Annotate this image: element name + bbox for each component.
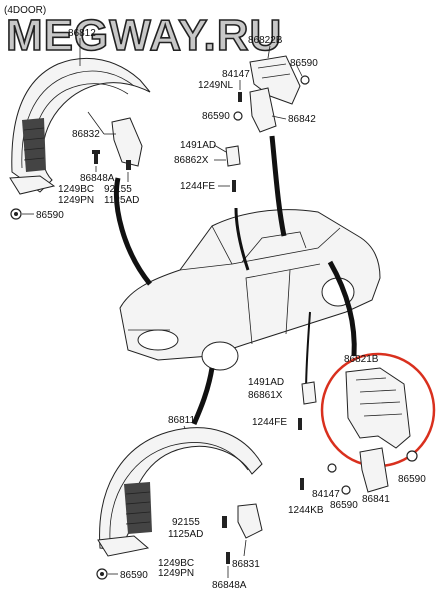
bolt-86848A-top <box>94 152 98 164</box>
callout-86842: 86842 <box>288 114 316 125</box>
callout-86861X: 86861X <box>248 390 283 401</box>
callout-1244FE-bottom: 1244FE <box>252 417 287 428</box>
watermark-logo: MEGWAY.RU <box>6 11 282 60</box>
callout-1249PN-top: 1249PN <box>58 195 94 206</box>
screw-1244KB <box>300 478 304 490</box>
bolt-86848A-bottom <box>226 552 230 564</box>
callout-86590-left: 86590 <box>36 210 64 221</box>
nut-86590-top-right <box>300 75 310 85</box>
mud-flap-86841 <box>359 447 389 493</box>
callout-1491AD-bottom: 1491AD <box>248 377 284 388</box>
mud-flap-86842 <box>249 87 277 133</box>
bolt-1244FE-top <box>232 180 236 192</box>
callout-86822B: 86822B <box>248 35 283 46</box>
callout-1249BC-top: 1249BC <box>58 184 94 195</box>
callout-1249BC-bottom: 1249BC <box>158 558 194 569</box>
callout-84147-bottom: 84147 <box>312 489 340 500</box>
splash-guard-86832 <box>111 117 143 167</box>
callout-1249PN-bottom: 1249PN <box>158 568 194 579</box>
callout-86590-bottom-left: 86590 <box>120 570 148 581</box>
bolt-1244FE-bottom <box>298 418 302 430</box>
callout-86831: 86831 <box>232 559 260 570</box>
callout-92155-bottom: 92155 <box>172 517 200 528</box>
nut-86590-bottom-right <box>341 485 351 495</box>
nut-86590-right <box>406 450 418 462</box>
leader-rear-lower <box>327 260 357 357</box>
callout-84147-top: 84147 <box>222 69 250 80</box>
door-type-label: (4DOOR) <box>4 5 46 16</box>
callout-1125AD-top: 1125AD <box>104 195 139 206</box>
callout-1125AD-bottom: 1125AD <box>168 529 203 540</box>
callout-86832: 86832 <box>72 129 100 140</box>
leader-front-upper <box>113 177 152 286</box>
callout-86841: 86841 <box>362 494 390 505</box>
callout-1244FE-top: 1244FE <box>180 181 215 192</box>
callout-86848A-top: 86848A <box>80 173 115 184</box>
callout-86812: 86812 <box>68 28 96 39</box>
nut-84147-bottom <box>327 463 337 473</box>
leader-front-lower <box>191 367 215 425</box>
callout-86590-right: 86590 <box>398 474 426 485</box>
callout-1249NL: 1249NL <box>198 80 233 91</box>
screw-92155-bottom <box>222 516 227 528</box>
callout-1491AD-top: 1491AD <box>180 140 216 151</box>
sedan-car-body <box>119 209 381 371</box>
callout-1244KB: 1244KB <box>288 505 324 516</box>
callout-86590-bottom-right: 86590 <box>330 500 358 511</box>
bracket-86862X <box>225 145 241 167</box>
callout-86590-top-right: 86590 <box>290 58 318 69</box>
callout-86848A-bottom: 86848A <box>212 580 247 591</box>
bracket-86861X <box>301 381 317 405</box>
screw-92155-top <box>126 160 131 170</box>
front-wheel-guard-upper <box>9 57 151 195</box>
nut-86590-mid <box>233 111 243 121</box>
screw-1249NL <box>238 92 242 102</box>
callout-86811: 86811 <box>168 415 196 426</box>
rear-wheel-guard-upper <box>249 55 301 105</box>
callout-86862X: 86862X <box>174 155 209 166</box>
callout-86590-mid: 86590 <box>202 111 230 122</box>
callout-86821B: 86821B <box>344 354 379 365</box>
splash-guard-86831 <box>237 503 263 539</box>
leader-rear-upper <box>269 135 287 237</box>
front-wheel-guard-lower <box>97 427 263 557</box>
rear-wheel-guard-86821B <box>345 367 411 449</box>
